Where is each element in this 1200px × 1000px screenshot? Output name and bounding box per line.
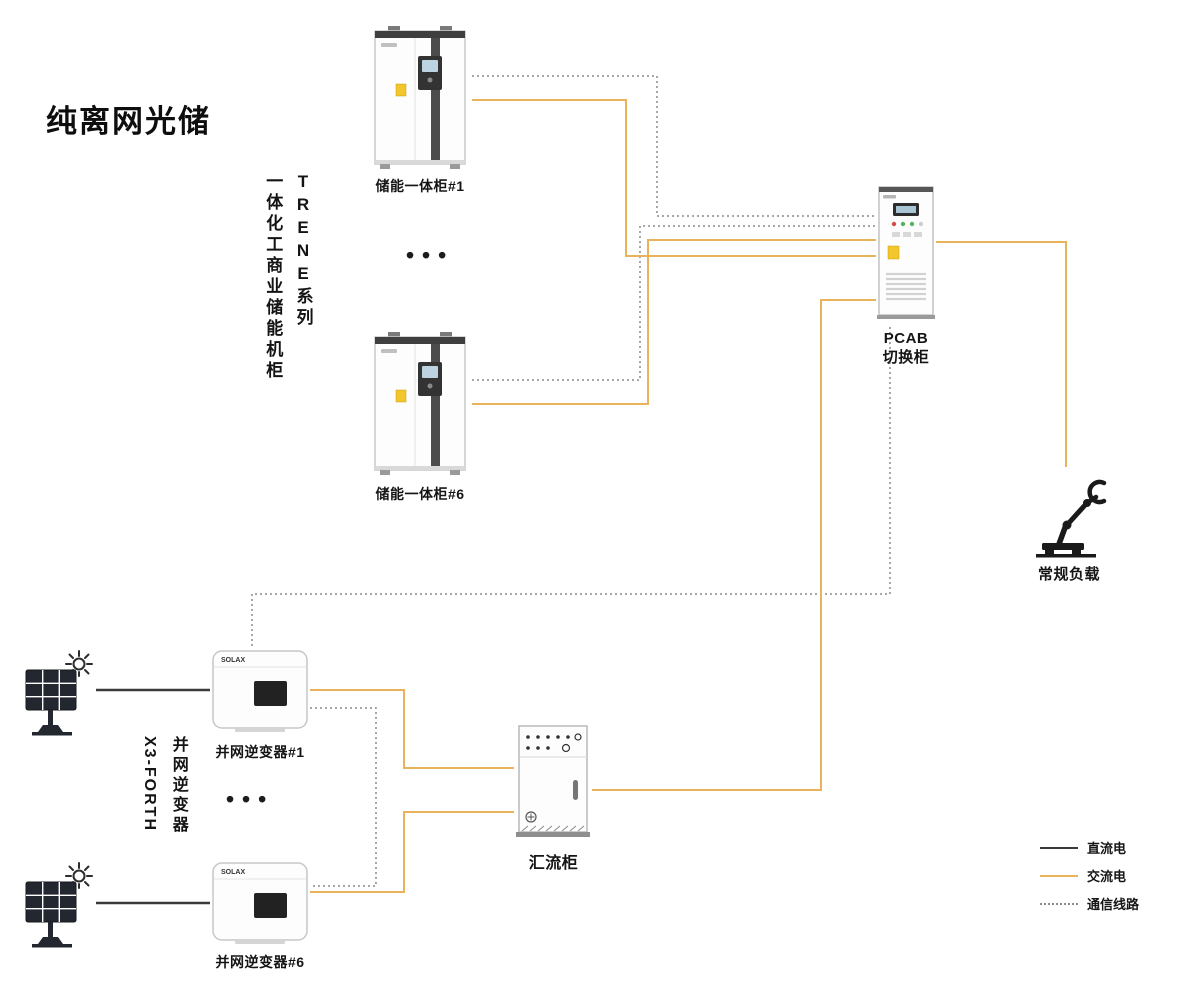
storage-cabinet-icon xyxy=(374,26,466,169)
pcab-label: PCAB 切换柜 xyxy=(846,330,966,368)
pcab-label-line2: 切换柜 xyxy=(882,348,930,366)
legend-row-comm: 通信线路 xyxy=(1040,894,1139,913)
storage-cabinet-6-label: 储能一体柜#6 xyxy=(375,486,465,502)
ac-line-pcab-load xyxy=(936,241,1067,467)
comm-line-cabinet1-pcab xyxy=(472,75,876,217)
inverter-ellipsis: ••• xyxy=(226,786,275,812)
comm-line-sample xyxy=(1040,902,1078,905)
legend-row-dc: 直流电 xyxy=(1040,838,1139,857)
inverter-6: SOLAX xyxy=(210,860,310,948)
ac-line-sample xyxy=(1040,874,1078,877)
ac-line-inverter1-combiner xyxy=(310,689,514,769)
pv-panel-1 xyxy=(22,650,100,742)
robot-arm-icon xyxy=(1036,479,1107,558)
inverter-series-label-cn: 并网逆变器 xyxy=(169,736,187,836)
inverter-brand-logo: SOLAX xyxy=(221,657,245,664)
page-title: 纯离网光储 xyxy=(46,104,211,139)
ac-lines xyxy=(310,99,1067,893)
legend-label-dc: 直流电 xyxy=(1087,841,1127,856)
combiner-cabinet-icon xyxy=(516,725,590,837)
legend-label-ac: 交流电 xyxy=(1087,869,1127,884)
dc-lines xyxy=(96,688,210,905)
comm-line-inverters-pcab xyxy=(251,324,891,646)
pcab-label-line1: PCAB xyxy=(883,330,929,347)
legend: 直流电 交流电 通信线路 xyxy=(1040,838,1139,913)
solar-panel-icon xyxy=(25,650,93,736)
pcab-cabinet xyxy=(876,182,936,322)
combiner-label: 汇流柜 xyxy=(528,855,579,872)
storage-cabinet-6 xyxy=(368,328,472,480)
inverter-brand-logo: SOLAX xyxy=(221,869,245,876)
combiner-cabinet xyxy=(514,722,592,844)
ac-line-cabinet1-pcab xyxy=(472,99,876,257)
comm-line-cabinet6-pcab xyxy=(472,225,876,381)
comm-line-inverter1-inverter6 xyxy=(310,707,377,887)
ac-line-inverter6-combiner xyxy=(310,811,514,893)
inverter-1: SOLAX xyxy=(210,648,310,736)
inverter-1-label: 并网逆变器#1 xyxy=(215,744,305,760)
inverter-icon: SOLAX xyxy=(212,650,308,732)
ac-line-cabinet6-pcab xyxy=(472,239,876,405)
comm-lines xyxy=(251,75,891,887)
storage-cabinet-icon xyxy=(374,332,466,475)
regular-load xyxy=(1028,468,1112,562)
legend-row-ac: 交流电 xyxy=(1040,866,1139,885)
inverter-series-label-en: X3-FORTH xyxy=(140,736,158,832)
storage-series-label-cn: 一体化工商业储能机柜 xyxy=(263,172,283,382)
dc-line-sample xyxy=(1040,846,1078,849)
pcab-cabinet-icon xyxy=(877,186,935,319)
inverter-icon: SOLAX xyxy=(212,862,308,944)
ac-line-pcab-combiner xyxy=(592,299,876,791)
pv-panel-2 xyxy=(22,862,100,954)
storage-series-label-en: TRENE系列 xyxy=(293,172,313,329)
inverter-series-label: X3-FORTH 并网逆变器 xyxy=(138,736,188,836)
regular-load-label: 常规负载 xyxy=(1037,566,1100,583)
solar-panel-icon xyxy=(25,862,93,948)
storage-cabinet-1-label: 储能一体柜#1 xyxy=(375,178,465,194)
storage-series-label: 一体化工商业储能机柜 TRENE系列 xyxy=(262,172,314,382)
inverter-6-label: 并网逆变器#6 xyxy=(215,954,305,970)
storage-cabinet-1 xyxy=(368,22,472,174)
legend-label-comm: 通信线路 xyxy=(1087,897,1140,912)
storage-ellipsis: ••• xyxy=(406,242,455,268)
